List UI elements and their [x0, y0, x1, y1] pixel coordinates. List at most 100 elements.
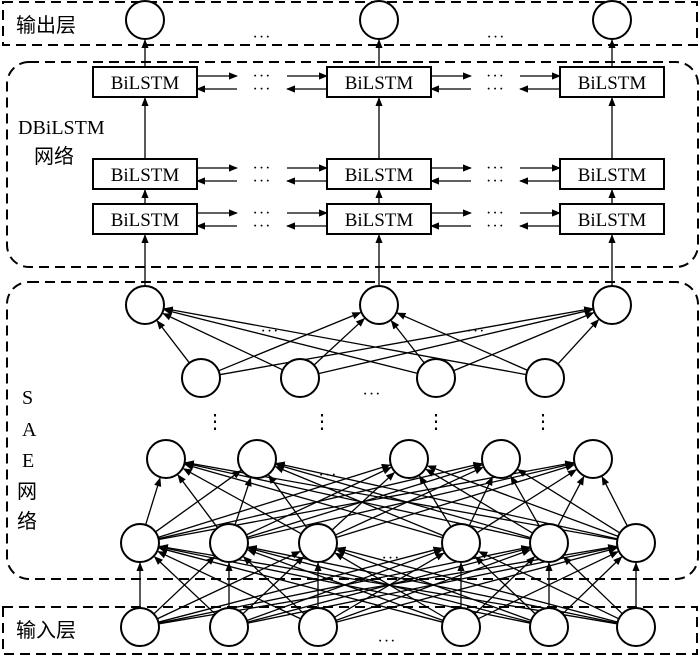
sae-hidden-edge [331, 471, 395, 531]
sae-top-edge [163, 308, 418, 375]
forward-ellipsis: ··· [253, 160, 272, 177]
output-ellipsis: ··· [487, 29, 506, 46]
sae-bottom-node [529, 523, 569, 563]
dbilstm-label-line2: 网络 [34, 145, 74, 168]
output-layer-label: 输出层 [16, 14, 76, 37]
vertical-ellipsis: ⋮ [312, 411, 332, 433]
sae-hidden-edge [334, 466, 484, 536]
input-to-sae-edge [336, 546, 618, 623]
sae-hidden-edge [184, 463, 443, 539]
sae-top-edge [557, 319, 600, 365]
backward-ellipsis: ··· [253, 81, 272, 98]
forward-ellipsis: ··· [486, 205, 505, 222]
input-ellipsis: ··· [378, 633, 397, 650]
bilstm-cell [326, 66, 432, 98]
sae-top-edge [156, 320, 190, 364]
bilstm-cell-label: BiLSTM [345, 210, 414, 231]
sae-hidden-node [573, 439, 613, 479]
sae-hidden-edge [418, 475, 452, 528]
sae-hidden-edge [426, 465, 619, 538]
bilstm-cell [559, 203, 665, 235]
bilstm-cell-label: BiLSTM [111, 210, 180, 231]
backward-ellipsis: ··· [486, 218, 505, 235]
dbilstm-label-line1: DBiLSTM [18, 117, 105, 139]
sae-top-edge [313, 317, 365, 366]
input-to-sae-edge [562, 556, 623, 615]
sae-label-char-4: 网 [17, 481, 37, 503]
sae-hidden-node [146, 439, 186, 479]
sae-top-edge [163, 306, 527, 376]
input-node [441, 607, 481, 647]
input-to-sae-edge [158, 546, 443, 623]
sae-top-edge [318, 307, 594, 375]
vertical-ellipsis: ⋮ [426, 411, 446, 433]
sae-network-box [6, 281, 699, 580]
sae-label-char-3: E [22, 450, 34, 472]
dbilstm-network-box [6, 61, 699, 268]
input-to-sae-edge [478, 551, 620, 620]
bilstm-cell-label: BiLSTM [111, 73, 180, 94]
sae-hidden-node [237, 439, 277, 479]
sae-top-node [125, 285, 165, 325]
sae-top-node [359, 285, 399, 325]
bilstm-cell [92, 66, 198, 98]
sae-hidden-edge [245, 466, 392, 536]
sae-ellipsis: ··· [261, 323, 280, 340]
sae-hidden-edge [425, 468, 534, 534]
sae-ellipsis: ··· [467, 323, 486, 340]
backward-ellipsis: ··· [486, 81, 505, 98]
bilstm-cell [559, 158, 665, 190]
sae-top-edge [453, 312, 595, 372]
sae-hidden-node [525, 358, 565, 398]
bilstm-cell-label: BiLSTM [578, 210, 647, 231]
sae-hidden-node [481, 439, 521, 479]
sae-top-edge [219, 306, 594, 376]
forward-ellipsis: ··· [486, 68, 505, 85]
sae-label-char-1: S [22, 387, 33, 409]
input-to-sae-edge [153, 556, 216, 615]
backward-ellipsis: ··· [486, 173, 505, 190]
input-node [209, 607, 249, 647]
input-node [120, 607, 160, 647]
sae-top-node [592, 285, 632, 325]
sae-hidden-edge [476, 469, 577, 534]
sae-bottom-node [441, 523, 481, 563]
bilstm-cell-label: BiLSTM [578, 73, 647, 94]
sae-bottom-node [209, 523, 249, 563]
sae-hidden-edge [335, 463, 575, 539]
sae-top-edge [396, 312, 528, 371]
sae-bottom-node [298, 523, 338, 563]
sae-ellipsis: ··· [382, 550, 401, 567]
sae-hidden-node [181, 358, 221, 398]
sae-ellipsis: ··· [319, 467, 338, 484]
bilstm-cell [326, 203, 432, 235]
forward-ellipsis: ··· [253, 68, 272, 85]
forward-ellipsis: ··· [486, 160, 505, 177]
sae-hidden-edge [601, 475, 628, 527]
input-to-sae-edge [157, 550, 302, 620]
output-node [592, 0, 632, 40]
backward-ellipsis: ··· [253, 218, 272, 235]
backward-ellipsis: ··· [253, 173, 272, 190]
sae-bottom-node [120, 523, 160, 563]
sae-hidden-node [280, 358, 320, 398]
bilstm-cell [92, 158, 198, 190]
input-node [298, 607, 338, 647]
sae-hidden-edge [268, 474, 308, 529]
sae-top-edge [162, 312, 284, 371]
bilstm-cell-label: BiLSTM [345, 73, 414, 94]
input-node [616, 607, 656, 647]
ellipses: ········································… [205, 29, 553, 650]
sae-hidden-node [389, 439, 429, 479]
vertical-ellipsis: ⋮ [533, 411, 553, 433]
sae-bottom-node [616, 523, 656, 563]
sae-hidden-edge [157, 463, 391, 538]
sae-top-edge [390, 320, 425, 364]
input-layer-box [2, 606, 698, 655]
bilstm-cell [559, 66, 665, 98]
output-ellipsis: ··· [253, 29, 272, 46]
sae-hidden-edge [177, 474, 219, 529]
